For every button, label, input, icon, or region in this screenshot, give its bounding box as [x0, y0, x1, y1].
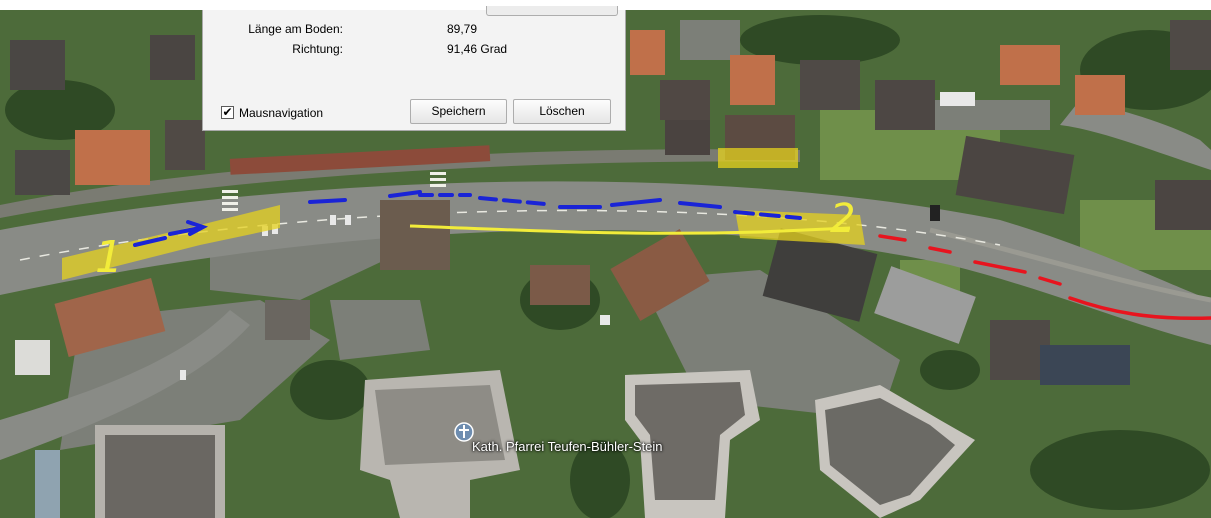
mouse-navigation-checkbox[interactable]: ✔: [221, 105, 234, 119]
marker-1-label: 1: [95, 232, 123, 283]
save-button[interactable]: Speichern: [410, 99, 507, 124]
dialog-top-button[interactable]: [486, 6, 618, 16]
length-label: Länge am Boden:: [248, 22, 343, 36]
poi-label[interactable]: Kath. Pfarrei Teufen-Bühler-Stein: [472, 439, 663, 454]
red-route-path: [878, 234, 1211, 321]
crosswalks: [222, 172, 446, 211]
measurement-line[interactable]: [409, 224, 851, 235]
measure-dialog: Länge am Boden: 89,79 Richtung: 91,46 Gr…: [202, 6, 626, 131]
highlight-zones: [62, 148, 865, 280]
length-value: 89,79: [447, 22, 478, 36]
blue-route-path: [133, 190, 802, 247]
train: [229, 145, 491, 175]
buildings: [10, 20, 1211, 518]
mouse-navigation-label[interactable]: Mausnavigation: [239, 106, 324, 120]
direction-label: Richtung:: [292, 42, 343, 56]
direction-value: 91,46 Grad: [447, 42, 508, 56]
delete-button[interactable]: Löschen: [513, 99, 611, 124]
marker-2-label: 2: [830, 196, 855, 242]
church-pin-icon[interactable]: [454, 422, 474, 442]
